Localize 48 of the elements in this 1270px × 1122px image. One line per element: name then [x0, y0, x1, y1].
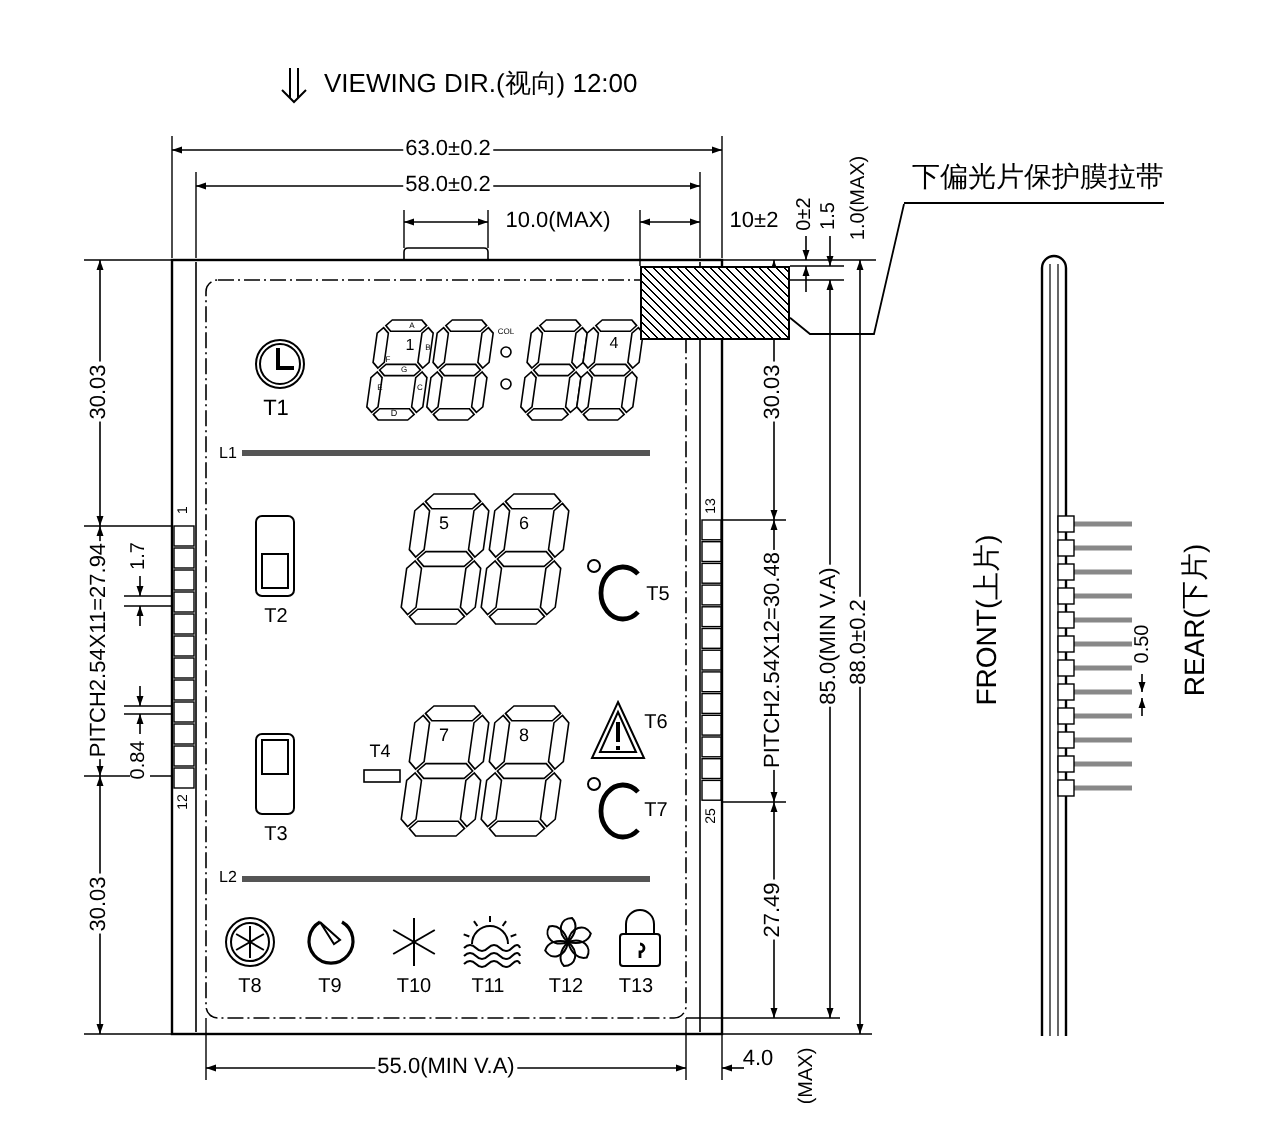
dimension-text: 1.5 — [820, 200, 840, 232]
segment-label: T11 — [471, 978, 505, 998]
dimension-text: 0.84 — [130, 738, 150, 782]
dimension-text: 0.50 — [1134, 622, 1154, 666]
segment-label: T5 — [646, 586, 670, 606]
segment-label: T12 — [548, 978, 584, 998]
dimension-text: 30.03 — [89, 362, 111, 422]
dimension-text: 4.0 — [742, 1049, 774, 1071]
dimension-text: 10±2 — [729, 211, 779, 233]
segment-label: T6 — [644, 714, 668, 734]
segment-label: T2 — [264, 608, 288, 628]
dimension-text: 0±2 — [796, 195, 816, 233]
segment-label: T1 — [263, 399, 289, 421]
segment-number: 6 — [519, 515, 529, 533]
title: VIEWING DIR.(视向) 12:00 — [324, 70, 638, 96]
dimension-text: PITCH2.54X12=30.48 — [763, 550, 785, 770]
segment-number: 4 — [609, 336, 619, 352]
segment-label: T7 — [644, 802, 668, 822]
dimension-text: 1.0(MAX) — [850, 153, 870, 243]
segment-number: 1 — [405, 338, 415, 354]
segment-label: L1 — [219, 446, 237, 462]
dimension-text: 27.49 — [763, 880, 785, 940]
segment-number: 7 — [439, 727, 449, 745]
protective-film-tab — [640, 266, 790, 340]
segment-label: T13 — [618, 978, 654, 998]
dimension-text: 30.03 — [89, 874, 111, 934]
segment-label: T8 — [238, 978, 262, 998]
dimension-text: 85.0(MIN V.A) — [819, 565, 841, 707]
segment-label: T3 — [264, 826, 288, 846]
segment-label: T9 — [318, 978, 342, 998]
dimension-text: 10.0(MAX) — [505, 211, 611, 233]
callout-label: 下偏光片保护膜拉带 — [904, 160, 1164, 204]
dimension-text: 30.03 — [763, 362, 785, 422]
dimension-text: 1.7 — [130, 540, 150, 572]
view-label: REAR(下片) — [1180, 543, 1208, 697]
dimension-text: 88.0±0.2 — [849, 597, 871, 687]
leader-line — [789, 203, 905, 335]
segment-number: 5 — [439, 515, 449, 533]
dimension-text: PITCH2.54X11=27.94 — [89, 540, 111, 760]
segment-label: L2 — [219, 870, 237, 886]
dimension-text: (MAX) — [798, 1047, 818, 1105]
segment-number: 8 — [519, 727, 529, 745]
dimension-text: 58.0±0.2 — [403, 175, 493, 197]
dimension-text: 55.0(MIN V.A) — [375, 1057, 517, 1079]
view-label: FRONT(上片) — [972, 534, 1000, 706]
segment-label: T10 — [396, 978, 432, 998]
dimension-text: 63.0±0.2 — [403, 139, 493, 161]
segment-label: T4 — [369, 743, 391, 761]
